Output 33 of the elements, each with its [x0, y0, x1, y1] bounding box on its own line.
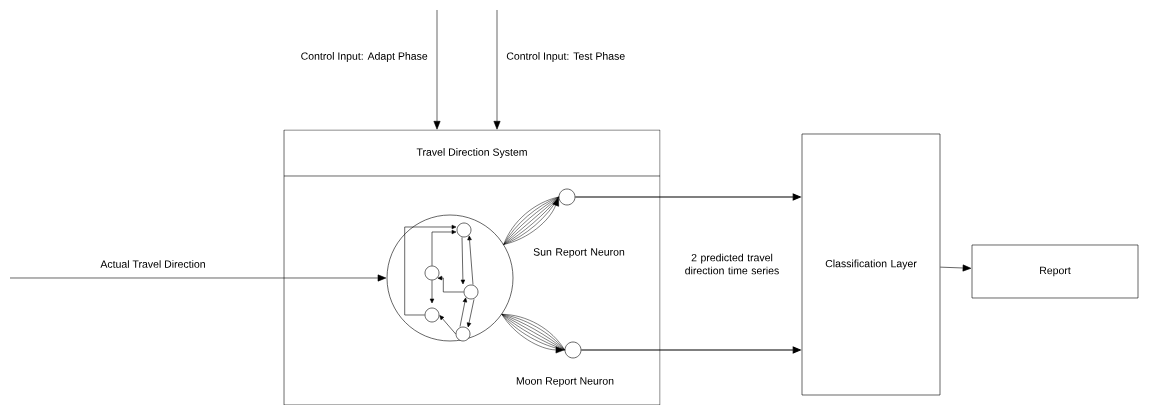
- arrow: [459, 297, 468, 327]
- arrow: [466, 299, 475, 328]
- neuron-circle: [463, 284, 479, 300]
- edge-label: Actual Travel Direction: [99, 259, 207, 269]
- arrow: [437, 275, 464, 293]
- report-box: Report: [971, 244, 1139, 299]
- edge-label: Control Input: Test Phase: [505, 51, 627, 63]
- fan-connections: [501, 314, 565, 354]
- arrow: [940, 264, 972, 272]
- arrow: [404, 224, 457, 316]
- note-label: 2 predicted travel direction time series: [685, 253, 779, 275]
- arrow: [439, 315, 456, 335]
- neuron-label: Moon Report Neuron: [516, 377, 614, 387]
- arrow: [9, 274, 387, 282]
- arrow: [431, 229, 457, 266]
- neuron-circle: [455, 326, 471, 342]
- arrow: [580, 346, 801, 354]
- arrow: [433, 9, 441, 130]
- reservoir-circle: [386, 214, 514, 342]
- neuron-label: Sun Report Neuron: [533, 248, 625, 258]
- neuron-circle: [564, 341, 582, 359]
- arrow: [460, 237, 466, 285]
- edge-label: Control Input: Adapt Phase: [299, 51, 429, 63]
- arrow: [493, 9, 501, 130]
- layer-box: Classification Layer: [801, 133, 941, 396]
- fan-connections: [503, 196, 559, 245]
- arrow: [467, 235, 474, 285]
- neuron-circle: [456, 222, 472, 238]
- arrow: [574, 193, 801, 201]
- neuron-circle: [424, 265, 440, 281]
- neuron-circle: [424, 307, 440, 323]
- arrow: [429, 280, 435, 304]
- neuron-circle: [558, 188, 576, 206]
